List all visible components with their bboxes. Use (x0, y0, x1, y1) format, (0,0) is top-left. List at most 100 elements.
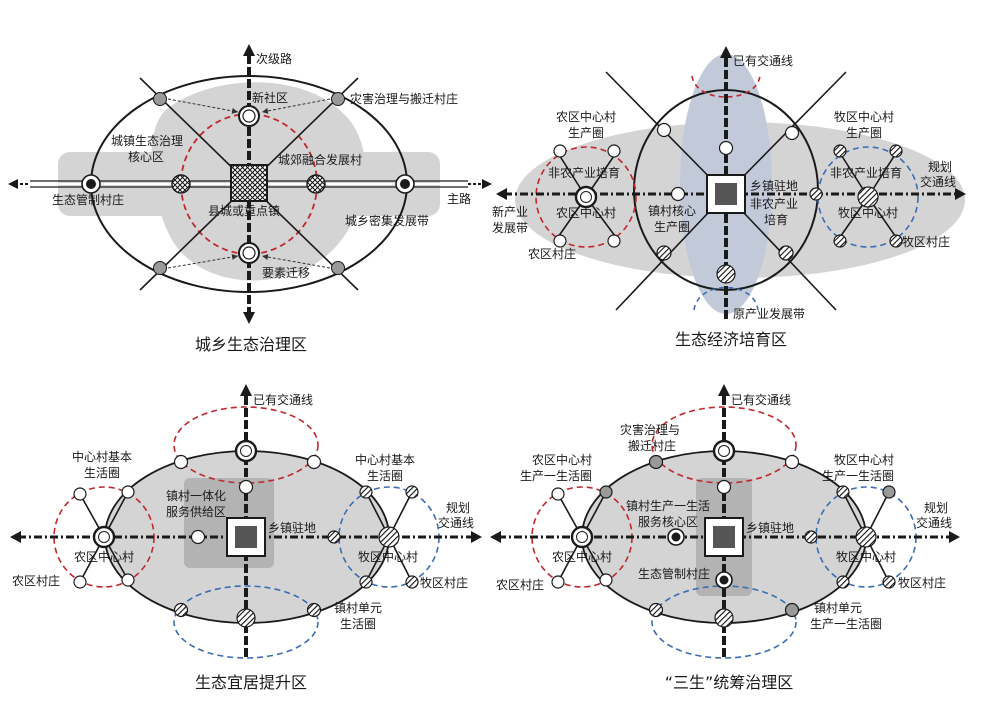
pasture-hub-label-1: 牧区中心村 (834, 452, 894, 467)
non-farm-center-label-1: 非农产业 (750, 197, 798, 211)
suburb-village-label: 城郊融合发展村 (278, 152, 362, 167)
town-unit-label-2: 生产一生活圈 (810, 617, 882, 631)
non-farm-right-label: 非农产业培育 (830, 165, 902, 180)
existing-line-label: 已有交通线 (733, 53, 793, 68)
panel-three-life-coordinated-governance: 已有交通线 灾害治理与 搬迁村庄 农区中心村 生产一生活圈 牧区中心村 生产一生… (490, 384, 960, 692)
town-core-label-2: 生产圈 (654, 220, 690, 234)
secondary-road-label: 次级路 (256, 51, 292, 66)
pasture-center-label: 牧区中心村 (838, 205, 898, 220)
pasture-village-label: 牧区村庄 (898, 575, 946, 590)
planned-line-label-2: 交通线 (916, 515, 952, 530)
planned-line-label-2: 交通线 (920, 174, 956, 189)
town-seat-node (226, 517, 266, 557)
town-core-label-1: 镇村核心 (648, 204, 696, 218)
migration-arrow (261, 254, 331, 269)
arrow-head (955, 188, 966, 200)
farm-hub-label-2: 生产一生活圈 (520, 469, 592, 483)
pasture-hub-label-2: 生产一生活圈 (822, 469, 894, 483)
node (551, 454, 800, 589)
disaster-village-node (153, 92, 167, 106)
town-seat-node (706, 174, 746, 214)
disaster-village-node (331, 261, 345, 275)
pasture-village-label: 牧区村庄 (420, 575, 468, 590)
planned-line-label-1: 规划 (446, 500, 470, 515)
service-core-label-1: 镇村生产一生活 (626, 499, 710, 513)
farm-village-label: 农区村庄 (496, 577, 544, 592)
suburb-village-node (171, 174, 191, 194)
new-community-label: 新社区 (252, 90, 288, 105)
main-road-label: 主路 (447, 191, 471, 206)
arrow-head (10, 531, 21, 543)
farm-center-node (570, 525, 594, 549)
migration-arrow (261, 98, 331, 114)
pasture-village-label: 牧区村庄 (902, 234, 950, 249)
town-unit-label-1: 镇村单元 (814, 601, 862, 615)
arrow-head (949, 531, 960, 543)
non-farm-left-label: 非农产业培育 (548, 165, 620, 180)
new-industry-label-2: 发展带 (492, 220, 528, 235)
arrow-head (720, 46, 732, 58)
eco-control-village-node (81, 174, 101, 194)
arrow-head (471, 531, 482, 543)
existing-line-label: 已有交通线 (253, 392, 313, 407)
original-industry-label: 原产业发展带 (733, 306, 805, 321)
node (73, 454, 322, 589)
new-industry-label-1: 新产业 (492, 204, 528, 219)
eco-control-label: 生态管制村庄 (638, 566, 710, 581)
node (553, 122, 800, 248)
hub-left-label-1: 中心村基本 (72, 449, 132, 464)
eco-core-label-line2: 核心区 (128, 150, 164, 164)
red-top-ring (173, 406, 319, 484)
new-community-node (238, 242, 260, 264)
town-seat-label: 乡镇驻地 (750, 178, 798, 193)
arrow-head (240, 384, 252, 396)
hatched-node (173, 485, 419, 628)
disaster-village-node (153, 261, 167, 275)
eco-control-label: 生态管制村庄 (52, 192, 124, 207)
new-community-node (238, 105, 260, 127)
planned-line-label-1: 规划 (924, 500, 948, 515)
panel-caption: 生态经济培育区 (675, 330, 787, 349)
farm-center-label: 农区中心村 (556, 205, 616, 220)
hatched-node (648, 485, 896, 628)
panel-eco-livability-improvement: 已有交通线 中心村基本 生活圈 中心村基本 生活圈 规划 交通线 镇村一体化 服… (10, 384, 482, 692)
element-migration-label: 要素迁移 (262, 266, 310, 280)
panel-caption: 生态宜居提升区 (195, 673, 307, 692)
farm-village-label: 农区村庄 (528, 246, 576, 261)
hub-right-label-2: 生活圈 (367, 469, 403, 483)
disaster-village-label-1: 灾害治理与 (620, 422, 680, 437)
farm-hub-label-line1: 农区中心村 (556, 109, 616, 124)
county-town-node (230, 164, 268, 202)
migration-arrow (167, 98, 239, 114)
red-top-ring (651, 406, 797, 484)
pasture-center-label: 牧区中心村 (836, 549, 896, 564)
eco-control-village-node (395, 174, 415, 194)
top-center-node (712, 439, 736, 463)
blue-bottom-ring (173, 585, 319, 659)
eco-core-label-line1: 城镇生态治理 (111, 134, 183, 148)
panel-eco-economy-cultivation: 已有交通线 农区中心村 生产圈 牧区中心村 生产圈 非农产业培育 非农产业培育 … (492, 46, 966, 349)
town-seat-label: 乡镇驻地 (268, 520, 316, 535)
panel-caption: 城乡生态治理区 (195, 335, 307, 354)
non-farm-center-label-2: 培育 (764, 212, 788, 227)
top-center-node (234, 439, 258, 463)
gray-node (599, 454, 896, 618)
service-core-node (667, 528, 685, 546)
town-unit-label-1: 镇村单元 (334, 601, 382, 615)
suburb-village-node (306, 174, 326, 194)
disaster-village-label: 灾害治理与搬迁村庄 (350, 91, 458, 106)
panel-urban-rural-eco-governance: 次级路 新社区 灾害治理与搬迁村庄 城镇生态治理 核心区 城郊融合发展村 生态管… (8, 44, 492, 354)
planned-line-label-1: 规划 (928, 159, 952, 174)
eco-control-village-node (715, 571, 733, 589)
farm-center-node (574, 185, 598, 209)
farm-hub-label-1: 农区中心村 (532, 452, 592, 467)
service-core-label-2: 服务核心区 (638, 514, 698, 529)
county-town-label: 县城或重点镇 (208, 204, 280, 218)
hub-right-label-1: 中心村基本 (355, 452, 415, 467)
pasture-hub-label-line2: 生产圈 (846, 126, 882, 140)
urban-belt-label: 城乡密集发展带 (345, 213, 429, 228)
planned-line-label-2: 交通线 (438, 515, 474, 530)
hatched-node (656, 144, 903, 284)
disaster-village-node (331, 92, 345, 106)
secondary-road-vertical (243, 44, 255, 324)
